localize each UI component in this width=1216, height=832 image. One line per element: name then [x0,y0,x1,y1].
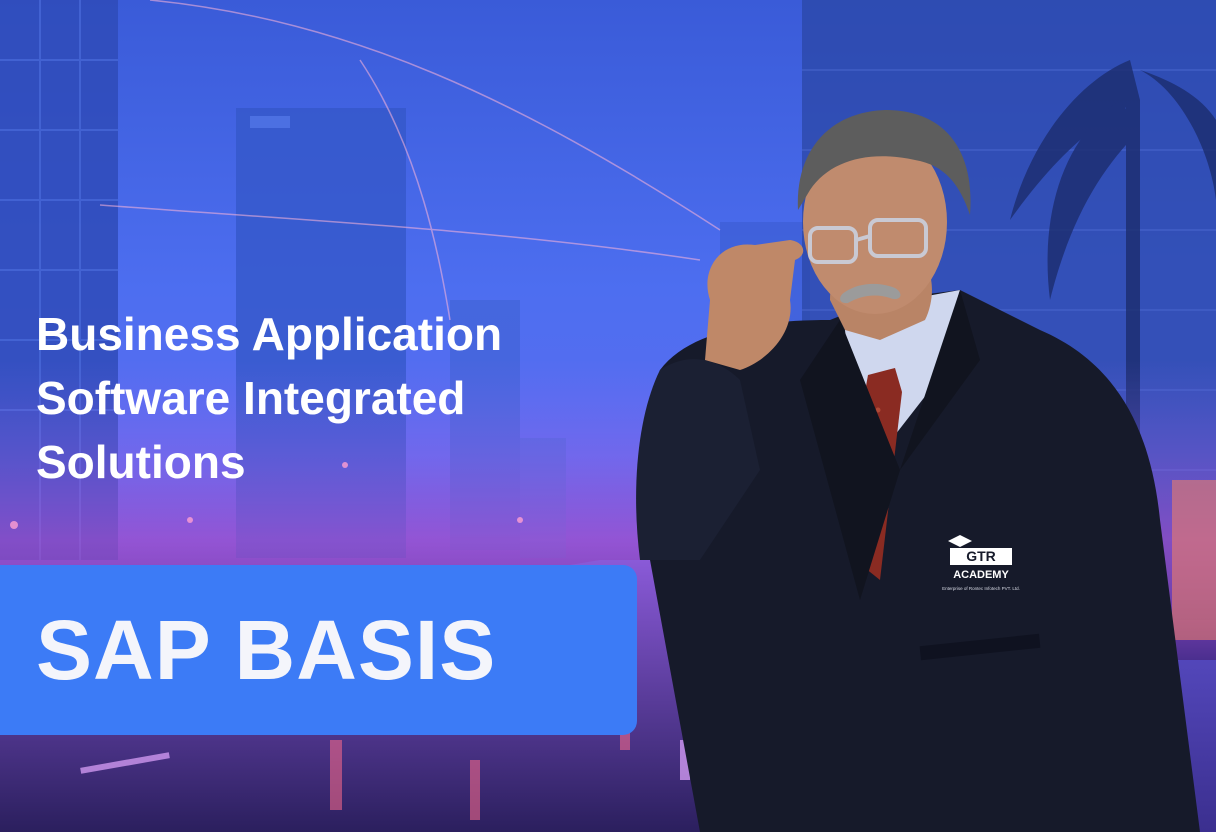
course-badge [0,565,637,735]
moustache [840,283,901,304]
logo-subtitle: ACADEMY [953,569,1009,581]
logo-tagline: Enterprise of Rontec Infotech PVT. Ltd. [942,586,1020,591]
suit-jacket [643,290,1200,832]
headline: Business Application Software Integrated… [36,302,502,494]
raised-arm [636,359,760,560]
logo-brand: GTR [966,548,996,564]
headline-line-3: Solutions [36,436,246,488]
headline-line-2: Software Integrated [36,372,466,424]
headline-line-1: Business Application [36,308,503,360]
network-lines [99,0,721,321]
hair [797,110,971,215]
course-badge-label: SAP BASIS [36,603,497,697]
hand [705,240,804,370]
gtr-academy-logo: GTR ACADEMY Enterprise of Rontec Infotec… [942,535,1020,591]
glasses [808,218,928,264]
